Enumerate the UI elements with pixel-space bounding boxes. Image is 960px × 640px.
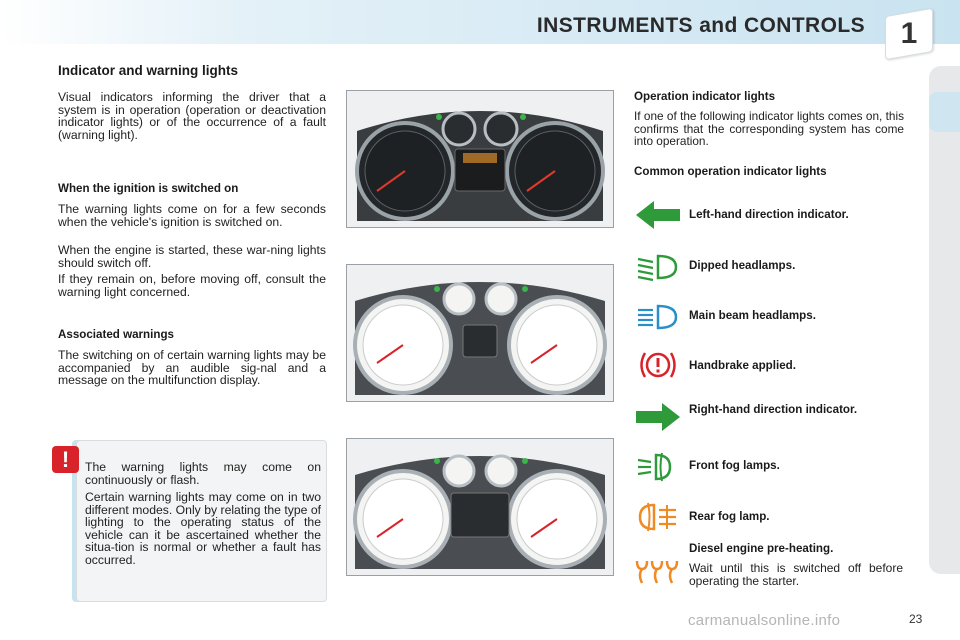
associated-warnings-paragraph: The switching on of certain warning ligh… [58, 348, 326, 388]
watermark: carmanualsonline.info [688, 612, 841, 629]
warning-note-box [76, 440, 327, 602]
intro-paragraph: Visual indicators informing the driver t… [58, 90, 326, 142]
chapter-rail-active[interactable] [929, 92, 960, 132]
indicator-label-left-direction: Left-hand direction indicator. [689, 208, 849, 221]
associated-warnings-heading: Associated warnings [58, 328, 174, 341]
preheating-icon [635, 560, 679, 584]
instrument-panel-image-3 [346, 438, 614, 576]
dipped-beam-icon [637, 254, 678, 282]
instrument-panel-image-2 [346, 264, 614, 402]
ignition-paragraph-2: When the engine is started, these war-ni… [58, 243, 326, 270]
exclamation-icon: ! [52, 446, 79, 473]
right-arrow-icon [636, 403, 680, 431]
indicator-label-rear-fog: Rear fog lamp. [689, 510, 770, 523]
header-band [0, 0, 960, 44]
page-number: 23 [909, 612, 923, 626]
preheating-note: Wait until this is switched off before o… [689, 561, 903, 588]
warning-note-paragraph-2: Certain warning lights may come on in tw… [85, 490, 321, 567]
operation-heading: Operation indicator lights [634, 90, 776, 103]
main-beam-icon [638, 304, 678, 330]
ignition-paragraph-3: If they remain on, before moving off, co… [58, 272, 326, 299]
indicator-label-handbrake: Handbrake applied. [689, 359, 796, 372]
rear-fog-icon [638, 502, 676, 532]
chapter-number: 1 [900, 17, 918, 50]
indicator-label-front-fog: Front fog lamps. [689, 459, 780, 472]
indicator-label-dipped: Dipped headlamps. [689, 259, 796, 272]
operation-paragraph: If one of the following indicator lights… [634, 109, 904, 149]
common-indicators-heading: Common operation indicator lights [634, 165, 827, 178]
left-arrow-icon [636, 201, 680, 229]
indicator-label-main-beam: Main beam headlamps. [689, 309, 816, 322]
ignition-heading: When the ignition is switched on [58, 182, 239, 195]
indicator-label-right-direction: Right-hand direction indicator. [689, 403, 858, 416]
ignition-paragraph-1: The warning lights come on for a few sec… [58, 202, 326, 229]
chapter-rail [929, 66, 960, 574]
front-fog-icon [637, 452, 672, 482]
section-heading: Indicator and warning lights [58, 63, 239, 78]
page-title: INSTRUMENTS and CONTROLS [536, 14, 865, 37]
warning-note-paragraph-1: The warning lights may come on continuou… [85, 460, 321, 487]
instrument-panel-image-1 [346, 90, 614, 228]
indicator-label-preheating: Diesel engine pre-heating. [689, 542, 834, 555]
handbrake-icon [640, 352, 676, 378]
